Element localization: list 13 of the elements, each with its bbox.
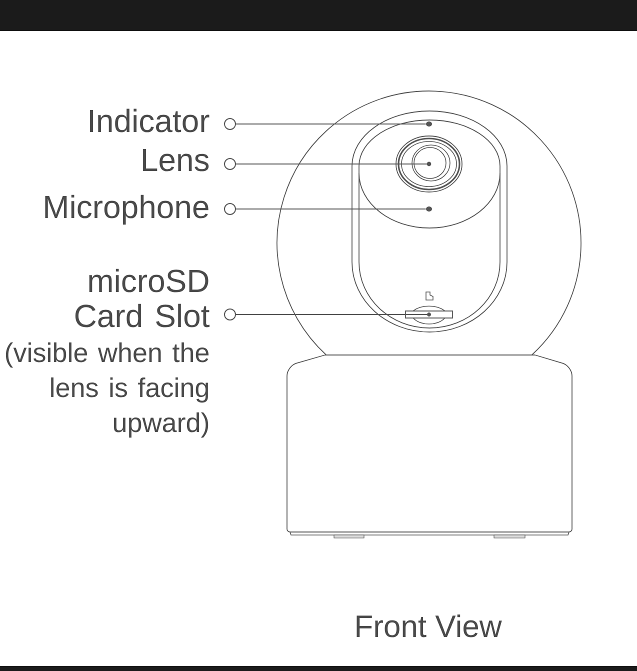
caption: Front View — [356, 614, 502, 638]
part-label: Indicator — [90, 108, 210, 132]
leader-line — [224, 308, 430, 320]
leader-line — [224, 158, 430, 170]
part-label: Lens — [143, 149, 209, 172]
indicator-light — [426, 122, 432, 126]
leader-line — [224, 118, 426, 130]
camera-lens — [396, 136, 462, 192]
card-slot — [405, 306, 453, 324]
microphone-hole — [426, 206, 432, 212]
part-label: microSD Card Slot (visible when the lens is facing upward) — [6, 268, 210, 438]
part-label: Microphone — [45, 194, 208, 225]
leader-line — [224, 203, 426, 215]
